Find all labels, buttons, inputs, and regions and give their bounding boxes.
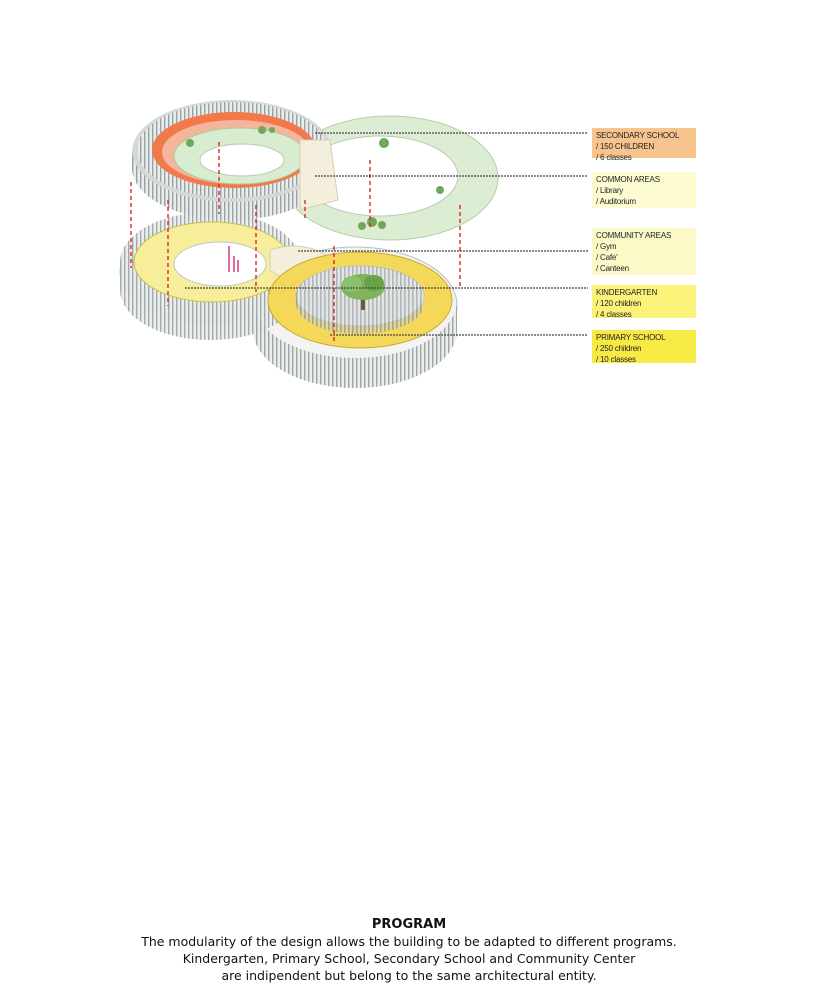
program-diagram: SECONDARY SCHOOL / 150 CHILDREN / 6 clas… [119, 100, 696, 983]
label-secondary-school: SECONDARY SCHOOL / 150 CHILDREN / 6 clas… [592, 128, 696, 162]
label-kindergarten: KINDERGARTEN / 120 children / 4 classes [592, 285, 696, 319]
label-title: KINDERGARTEN [596, 288, 658, 297]
label-detail: / Library [596, 186, 624, 195]
caption-title: PROGRAM [371, 917, 447, 932]
vertical-guide-lines [130, 142, 461, 342]
caption-line: Kindergarten, Primary School, Secondary … [182, 951, 636, 966]
label-detail: / 250 children [596, 344, 642, 353]
label-detail: / 4 classes [596, 310, 632, 319]
label-detail: / Gym [596, 242, 617, 251]
label-detail: / Cafe' [596, 253, 618, 262]
secondary-school-ring [132, 100, 339, 220]
label-detail: / 10 classes [596, 355, 636, 364]
ground-level [119, 212, 458, 388]
label-detail: / 120 children [596, 299, 642, 308]
label-detail: / Auditorium [596, 197, 636, 206]
label-detail: / 150 CHILDREN [596, 142, 655, 151]
axonometric-drawing [119, 100, 588, 388]
caption-line: The modularity of the design allows the … [141, 934, 677, 949]
label-community-areas: COMMUNITY AREAS / Gym / Cafe' / Canteen [592, 228, 696, 275]
label-title: PRIMARY SCHOOL [596, 333, 666, 342]
label-common-areas: COMMON AREAS / Library / Auditorium [592, 172, 696, 208]
leader-lines [185, 132, 588, 336]
label-detail: / Canteen [596, 264, 629, 273]
label-title: SECONDARY SCHOOL [596, 131, 680, 140]
label-title: COMMON AREAS [596, 175, 660, 184]
caption-line: are indipendent but belong to the same a… [221, 968, 597, 983]
label-title: COMMUNITY AREAS [596, 231, 672, 240]
label-detail: / 6 classes [596, 153, 632, 162]
label-primary-school: PRIMARY SCHOOL / 250 children / 10 class… [592, 330, 696, 364]
